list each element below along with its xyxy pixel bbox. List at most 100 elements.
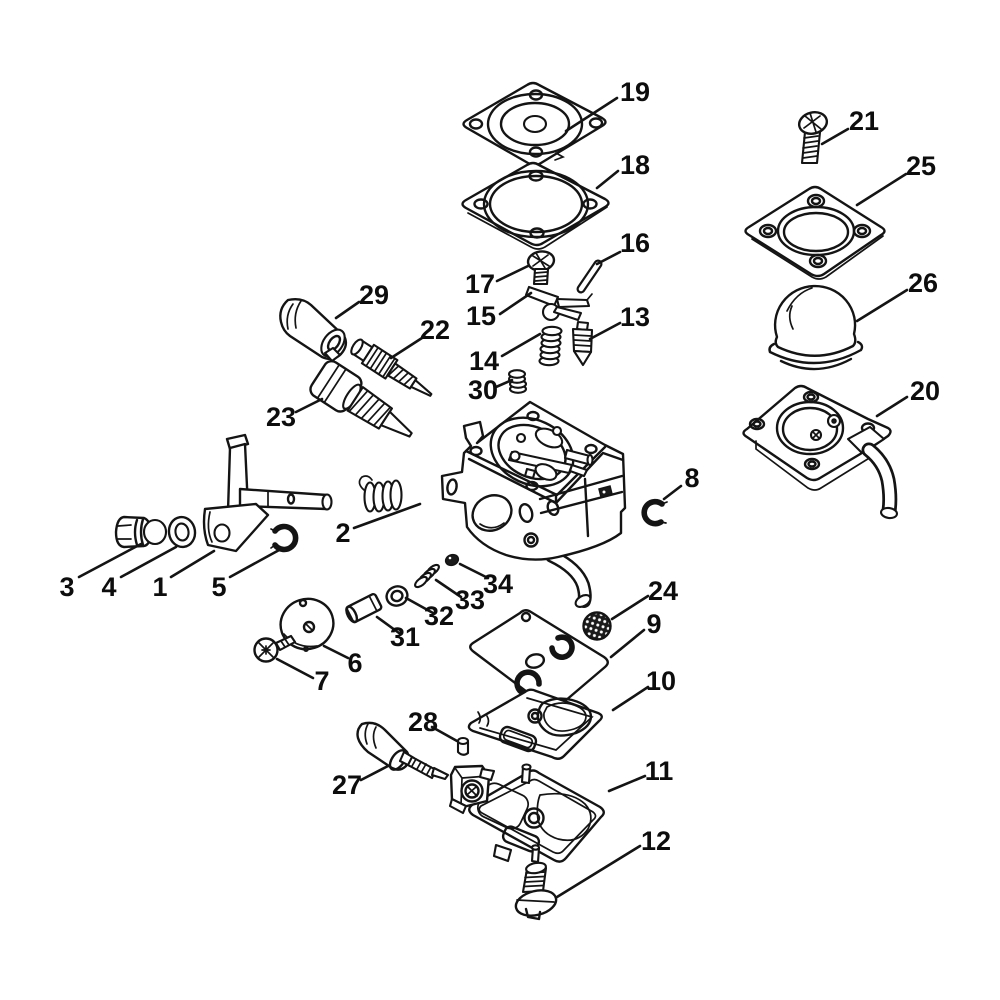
callout-23: 23 <box>266 397 324 432</box>
callout-22: 22 <box>389 315 450 360</box>
leader-line-1 <box>169 549 216 579</box>
part-8-e-clip <box>641 498 668 527</box>
leader-line-4 <box>119 545 178 579</box>
part-14-metering-spring <box>538 325 563 367</box>
leader-line-32 <box>404 596 435 615</box>
part-33-spring <box>414 563 440 589</box>
part-3-plug <box>114 515 168 549</box>
callout-label-9: 9 <box>646 609 661 639</box>
leader-line-26 <box>855 288 909 323</box>
callout-20: 20 <box>875 376 940 418</box>
callout-33: 33 <box>434 578 485 615</box>
leader-line-18 <box>595 169 620 190</box>
part-31-plug <box>345 592 383 624</box>
callout-label-27: 27 <box>332 770 362 800</box>
leader-line-13 <box>588 321 622 341</box>
callout-8: 8 <box>662 463 700 501</box>
callout-10: 10 <box>611 666 676 712</box>
callout-18: 18 <box>595 150 650 190</box>
part-20-pump-body <box>742 384 899 520</box>
callout-19: 19 <box>564 77 650 133</box>
callout-5: 5 <box>211 547 283 602</box>
callout-label-3: 3 <box>59 572 74 602</box>
callout-34: 34 <box>458 562 513 599</box>
part-1-throttle-shaft <box>202 433 333 553</box>
part-6-throttle-shutter <box>279 597 335 652</box>
callout-label-34: 34 <box>483 569 513 599</box>
callout-6: 6 <box>322 644 363 678</box>
callout-label-13: 13 <box>620 302 650 332</box>
part-29-adjuster-cap <box>279 297 348 363</box>
leader-line-15 <box>498 291 533 316</box>
callout-12: 12 <box>555 826 671 899</box>
leader-line-3 <box>77 542 143 579</box>
leader-line-30 <box>494 378 514 389</box>
part-17-lever-screw <box>526 250 556 286</box>
callout-label-32: 32 <box>424 601 454 631</box>
part-30-spring <box>507 369 528 394</box>
leader-line-2 <box>352 502 422 530</box>
callout-27: 27 <box>332 764 390 800</box>
leader-line-24 <box>610 594 650 621</box>
callout-label-21: 21 <box>849 106 879 136</box>
callout-label-33: 33 <box>455 585 485 615</box>
part-4-washer <box>167 515 197 549</box>
callout-13: 13 <box>588 302 650 341</box>
callout-28: 28 <box>408 707 459 743</box>
part-32-o-ring <box>385 585 409 607</box>
callout-label-29: 29 <box>359 280 389 310</box>
leader-line-14 <box>500 332 542 358</box>
callout-24: 24 <box>610 576 678 621</box>
callout-30: 30 <box>468 375 514 405</box>
callout-label-4: 4 <box>101 572 116 602</box>
part-34-ball <box>444 553 460 567</box>
callout-15: 15 <box>466 291 533 331</box>
callout-label-28: 28 <box>408 707 438 737</box>
leader-line-10 <box>611 685 650 712</box>
leader-line-5 <box>228 547 283 579</box>
callout-label-18: 18 <box>620 150 650 180</box>
leader-line-11 <box>607 774 647 793</box>
callout-label-8: 8 <box>684 463 699 493</box>
callout-label-11: 11 <box>645 756 674 786</box>
leader-line-23 <box>294 397 324 414</box>
callout-label-10: 10 <box>646 666 676 696</box>
callout-label-12: 12 <box>641 826 671 856</box>
callout-21: 21 <box>820 106 879 146</box>
callout-label-6: 6 <box>347 648 362 678</box>
part-16-pin <box>576 259 603 294</box>
leader-line-19 <box>564 96 619 133</box>
part-10-metering-gasket <box>467 688 603 760</box>
part-27-adjusting-screw <box>356 721 450 781</box>
part-25-primer-plate <box>744 185 886 280</box>
callout-16: 16 <box>595 228 650 266</box>
callout-29: 29 <box>334 280 389 320</box>
callout-32: 32 <box>404 596 454 631</box>
callout-9: 9 <box>609 609 662 659</box>
callout-label-17: 17 <box>465 269 495 299</box>
part-18-pump-gasket <box>461 161 610 250</box>
part-12-cover-screw <box>514 861 558 921</box>
callout-4: 4 <box>101 545 178 602</box>
leader-line-25 <box>855 172 908 207</box>
callout-label-31: 31 <box>390 622 420 652</box>
leader-line-8 <box>662 484 683 501</box>
leader-line-6 <box>322 644 350 660</box>
callout-label-30: 30 <box>468 375 498 405</box>
callout-label-19: 19 <box>620 77 650 107</box>
callout-label-24: 24 <box>648 576 678 606</box>
callout-3: 3 <box>59 542 143 602</box>
part-2-return-spring <box>358 475 403 513</box>
leader-line-21 <box>820 127 850 146</box>
callout-label-1: 1 <box>152 572 167 602</box>
callout-label-7: 7 <box>314 666 329 696</box>
callout-label-22: 22 <box>420 315 450 345</box>
leader-line-22 <box>389 336 424 360</box>
part-28-plug-pin <box>456 736 470 756</box>
leader-line-17 <box>495 264 530 283</box>
leader-line-33 <box>434 578 463 599</box>
callout-14: 14 <box>469 332 542 376</box>
callout-label-14: 14 <box>469 346 499 376</box>
